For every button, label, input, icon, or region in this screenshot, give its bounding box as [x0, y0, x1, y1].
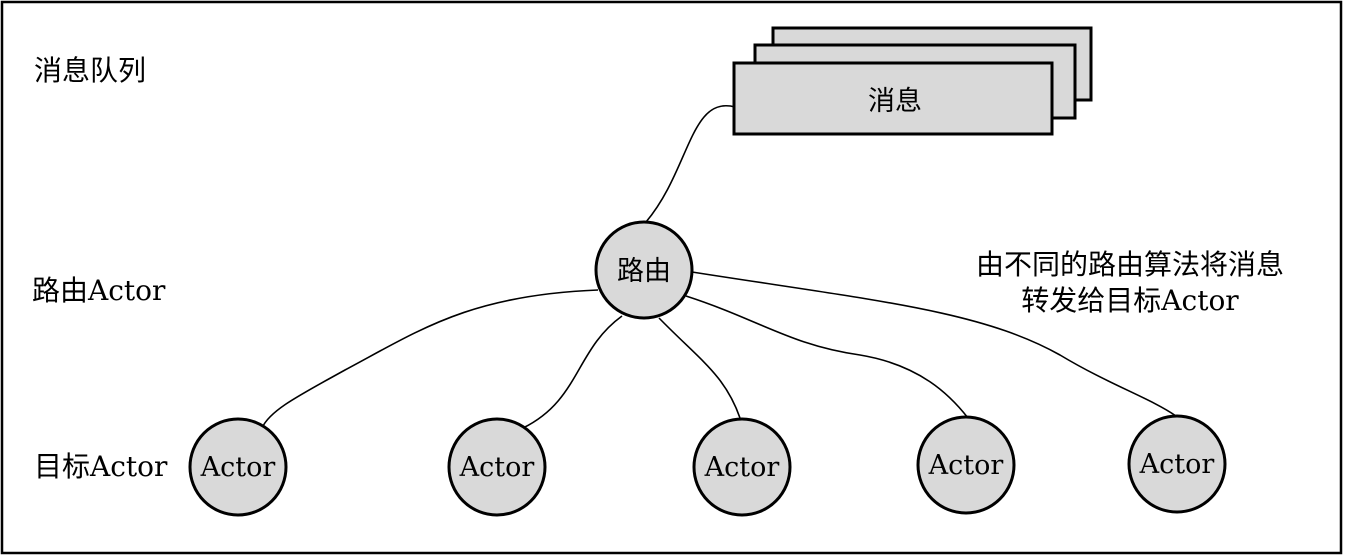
target-label-4: Actor: [928, 450, 1004, 481]
target-label-5: Actor: [1139, 449, 1215, 480]
message-stack: 消息: [732, 26, 1093, 136]
target-nodes: Actor Actor Actor Actor Actor: [188, 414, 1227, 517]
edge-router-to-target-5: [691, 271, 1177, 417]
row-label-router-actor: 路由Actor: [32, 274, 166, 307]
row-label-message-queue: 消息队列: [34, 54, 146, 87]
row-label-target-actor: 目标Actor: [34, 450, 168, 483]
target-label-3: Actor: [704, 452, 780, 483]
edge-router-to-message: [645, 104, 736, 223]
edge-router-to-target-2: [522, 315, 623, 429]
target-node-1: Actor: [188, 417, 288, 517]
target-circle-1: [188, 417, 288, 517]
edge-router-to-target-4: [685, 295, 969, 419]
target-label-1: Actor: [200, 452, 276, 483]
target-node-5: Actor: [1127, 414, 1227, 514]
message-box-front: [732, 61, 1054, 136]
router-circle: [594, 220, 694, 320]
target-circle-3: [692, 417, 792, 517]
target-circle-2: [447, 417, 547, 517]
connectors: [261, 104, 1177, 429]
router-node: 路由: [594, 220, 694, 320]
target-circle-4: [916, 415, 1016, 515]
target-node-3: Actor: [692, 417, 792, 517]
target-circle-5: [1127, 414, 1227, 514]
edge-router-to-target-1: [261, 289, 599, 429]
router-label: 路由: [617, 256, 671, 287]
target-node-2: Actor: [447, 417, 547, 517]
message-box-label: 消息: [868, 86, 922, 117]
edge-router-to-target-3: [658, 317, 741, 419]
target-node-4: Actor: [916, 415, 1016, 515]
note-line-1: 由不同的路由算法将消息: [976, 248, 1284, 281]
note-line-2: 转发给目标Actor: [1021, 284, 1239, 317]
target-label-2: Actor: [459, 452, 535, 483]
